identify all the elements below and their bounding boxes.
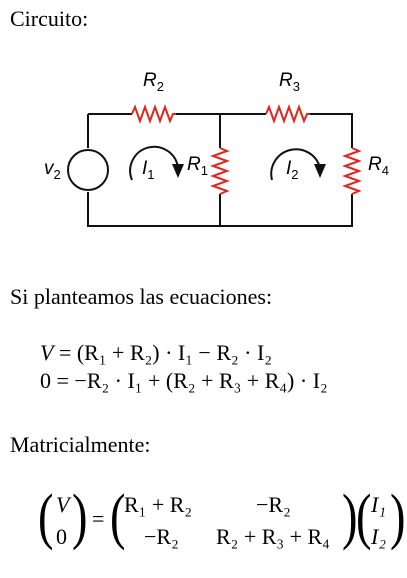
paren-right-lhs: ) xyxy=(72,483,88,551)
matrix-cell-22: R₂ + R₃ + R₄ xyxy=(216,524,330,549)
label-r3: R3 xyxy=(279,70,300,94)
matrix-cell-21: −R₂ xyxy=(144,524,179,549)
paren-right-rhs: ) xyxy=(390,483,406,551)
source-label: v2 xyxy=(44,158,61,182)
resistor-r1-icon xyxy=(210,147,230,195)
resistor-r2-icon xyxy=(131,104,176,124)
paren-left-lhs: ( xyxy=(38,483,54,551)
circuit-diagram xyxy=(67,104,362,227)
label-i2: I2 xyxy=(286,158,299,182)
label-r4: R4 xyxy=(368,154,389,178)
wire-top-right xyxy=(310,113,353,148)
paren-left-matrix: ( xyxy=(110,483,126,551)
label-r1: R1 xyxy=(187,154,208,178)
loop-arrow-i2-icon xyxy=(270,148,321,181)
matrix-cell-12: −R₂ xyxy=(256,492,291,517)
loop-arrow-i1-icon xyxy=(129,145,179,181)
equation-line-2: 0 = −R₂ · I₁ + (R₂ + R₃ + R₄) · I₂ xyxy=(40,368,328,393)
label-r2: R2 xyxy=(143,70,164,94)
arrowhead-i1-icon xyxy=(172,164,184,178)
matrix-rhs-1: I₁ xyxy=(371,492,386,517)
matrix-heading: Matricialmente: xyxy=(10,432,151,457)
label-i1: I1 xyxy=(142,158,155,182)
page-title: Circuito: xyxy=(10,6,89,31)
matrix-lhs-1: V xyxy=(56,492,70,517)
arrowhead-i2-icon xyxy=(314,164,326,178)
resistor-r4-icon xyxy=(342,147,362,195)
circuit-wires xyxy=(87,113,353,227)
intro-text: Si planteamos las ecuaciones: xyxy=(10,284,273,309)
paren-left-rhs: ( xyxy=(356,483,372,551)
matrix-lhs-2: 0 xyxy=(56,524,67,549)
matrix-cell-11: R₁ + R₂ xyxy=(124,492,193,517)
paren-right-matrix: ) xyxy=(342,483,358,551)
matrix-rhs-2: I₂ xyxy=(371,524,386,549)
equation-line-1: V = (R₁ + R₂) · I₁ − R₂ · I₂ xyxy=(40,340,273,365)
matrix-equals: = xyxy=(92,506,105,531)
resistor-r3-icon xyxy=(265,104,310,124)
voltage-source-icon xyxy=(67,149,109,191)
